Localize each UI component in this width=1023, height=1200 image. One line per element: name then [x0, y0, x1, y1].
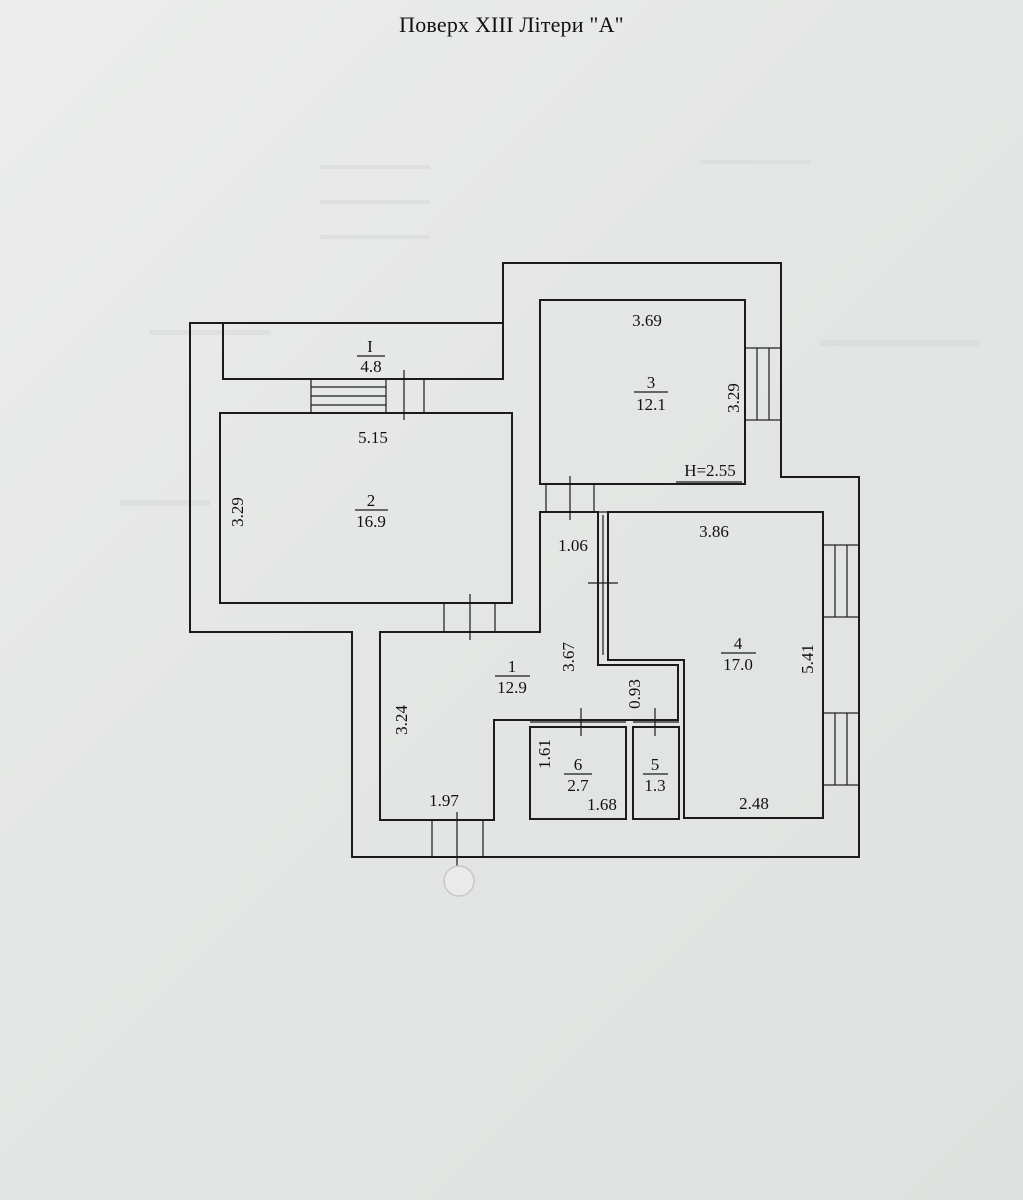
- dim-corridor-width: 1.06: [558, 536, 588, 555]
- room-label-I: I 4.8: [357, 337, 385, 376]
- dim-room2-width: 5.15: [358, 428, 388, 447]
- door-room-5: [633, 708, 679, 736]
- room-2-outline: [219, 412, 513, 604]
- door-room-4: [588, 511, 618, 655]
- room-label-4: 4 17.0: [721, 634, 756, 674]
- dim-room6-height: 1.61: [535, 739, 554, 769]
- room-1-outline: [379, 511, 679, 821]
- dim-room1-bottom: 1.97: [429, 791, 459, 810]
- show-through-shadow: [120, 160, 980, 506]
- room-label-5: 5 1.3: [643, 755, 668, 795]
- dim-room6-width: 1.68: [587, 795, 617, 814]
- dim-room2-height: 3.29: [228, 497, 247, 527]
- room-area: 1.3: [644, 776, 665, 795]
- dim-room4-bottom: 2.48: [739, 794, 769, 813]
- door-room-3: [545, 476, 595, 520]
- window-room-4-lower: [822, 712, 860, 786]
- room-number: 6: [574, 755, 583, 774]
- room-label-1: 1 12.9: [495, 657, 530, 697]
- paper-hole-mark: [443, 865, 475, 897]
- dim-room1-height-right: 3.67: [559, 642, 578, 672]
- room-area: 17.0: [723, 655, 753, 674]
- door-room-2: [443, 594, 496, 640]
- room-area: 4.8: [360, 357, 381, 376]
- room-number: 2: [367, 491, 376, 510]
- room-label-2: 2 16.9: [355, 491, 388, 531]
- dim-room1-height-left: 3.24: [392, 705, 411, 735]
- exterior-wall-outline: [189, 262, 860, 858]
- dim-room3-width: 3.69: [632, 311, 662, 330]
- dim-room4-width: 3.86: [699, 522, 729, 541]
- dim-room3-height: 3.29: [724, 383, 743, 413]
- room-5-outline: [632, 726, 680, 820]
- window-room-4-upper: [822, 544, 860, 618]
- room-number: 3: [647, 373, 656, 392]
- room-area: 2.7: [567, 776, 589, 795]
- room-number: I: [367, 337, 373, 356]
- entrance-door: [431, 812, 484, 866]
- dim-ceiling-height: Н=2.55: [684, 461, 736, 480]
- door-room-6: [530, 708, 626, 736]
- room-6-outline: [529, 726, 627, 820]
- page-title: Поверх XIII Літери "А": [399, 12, 624, 37]
- room-number: 4: [734, 634, 743, 653]
- room-area: 12.9: [497, 678, 527, 697]
- room-4-outline: [607, 511, 824, 819]
- dim-room5-height: 0.93: [625, 679, 644, 709]
- room-number: 1: [508, 657, 517, 676]
- room-area: 12.1: [636, 395, 666, 414]
- room-label-3: 3 12.1: [634, 373, 668, 414]
- room-number: 5: [651, 755, 660, 774]
- dim-room4-height: 5.41: [798, 644, 817, 674]
- room-label-6: 6 2.7: [564, 755, 592, 795]
- room-area: 16.9: [356, 512, 386, 531]
- window-room-3: [744, 347, 782, 421]
